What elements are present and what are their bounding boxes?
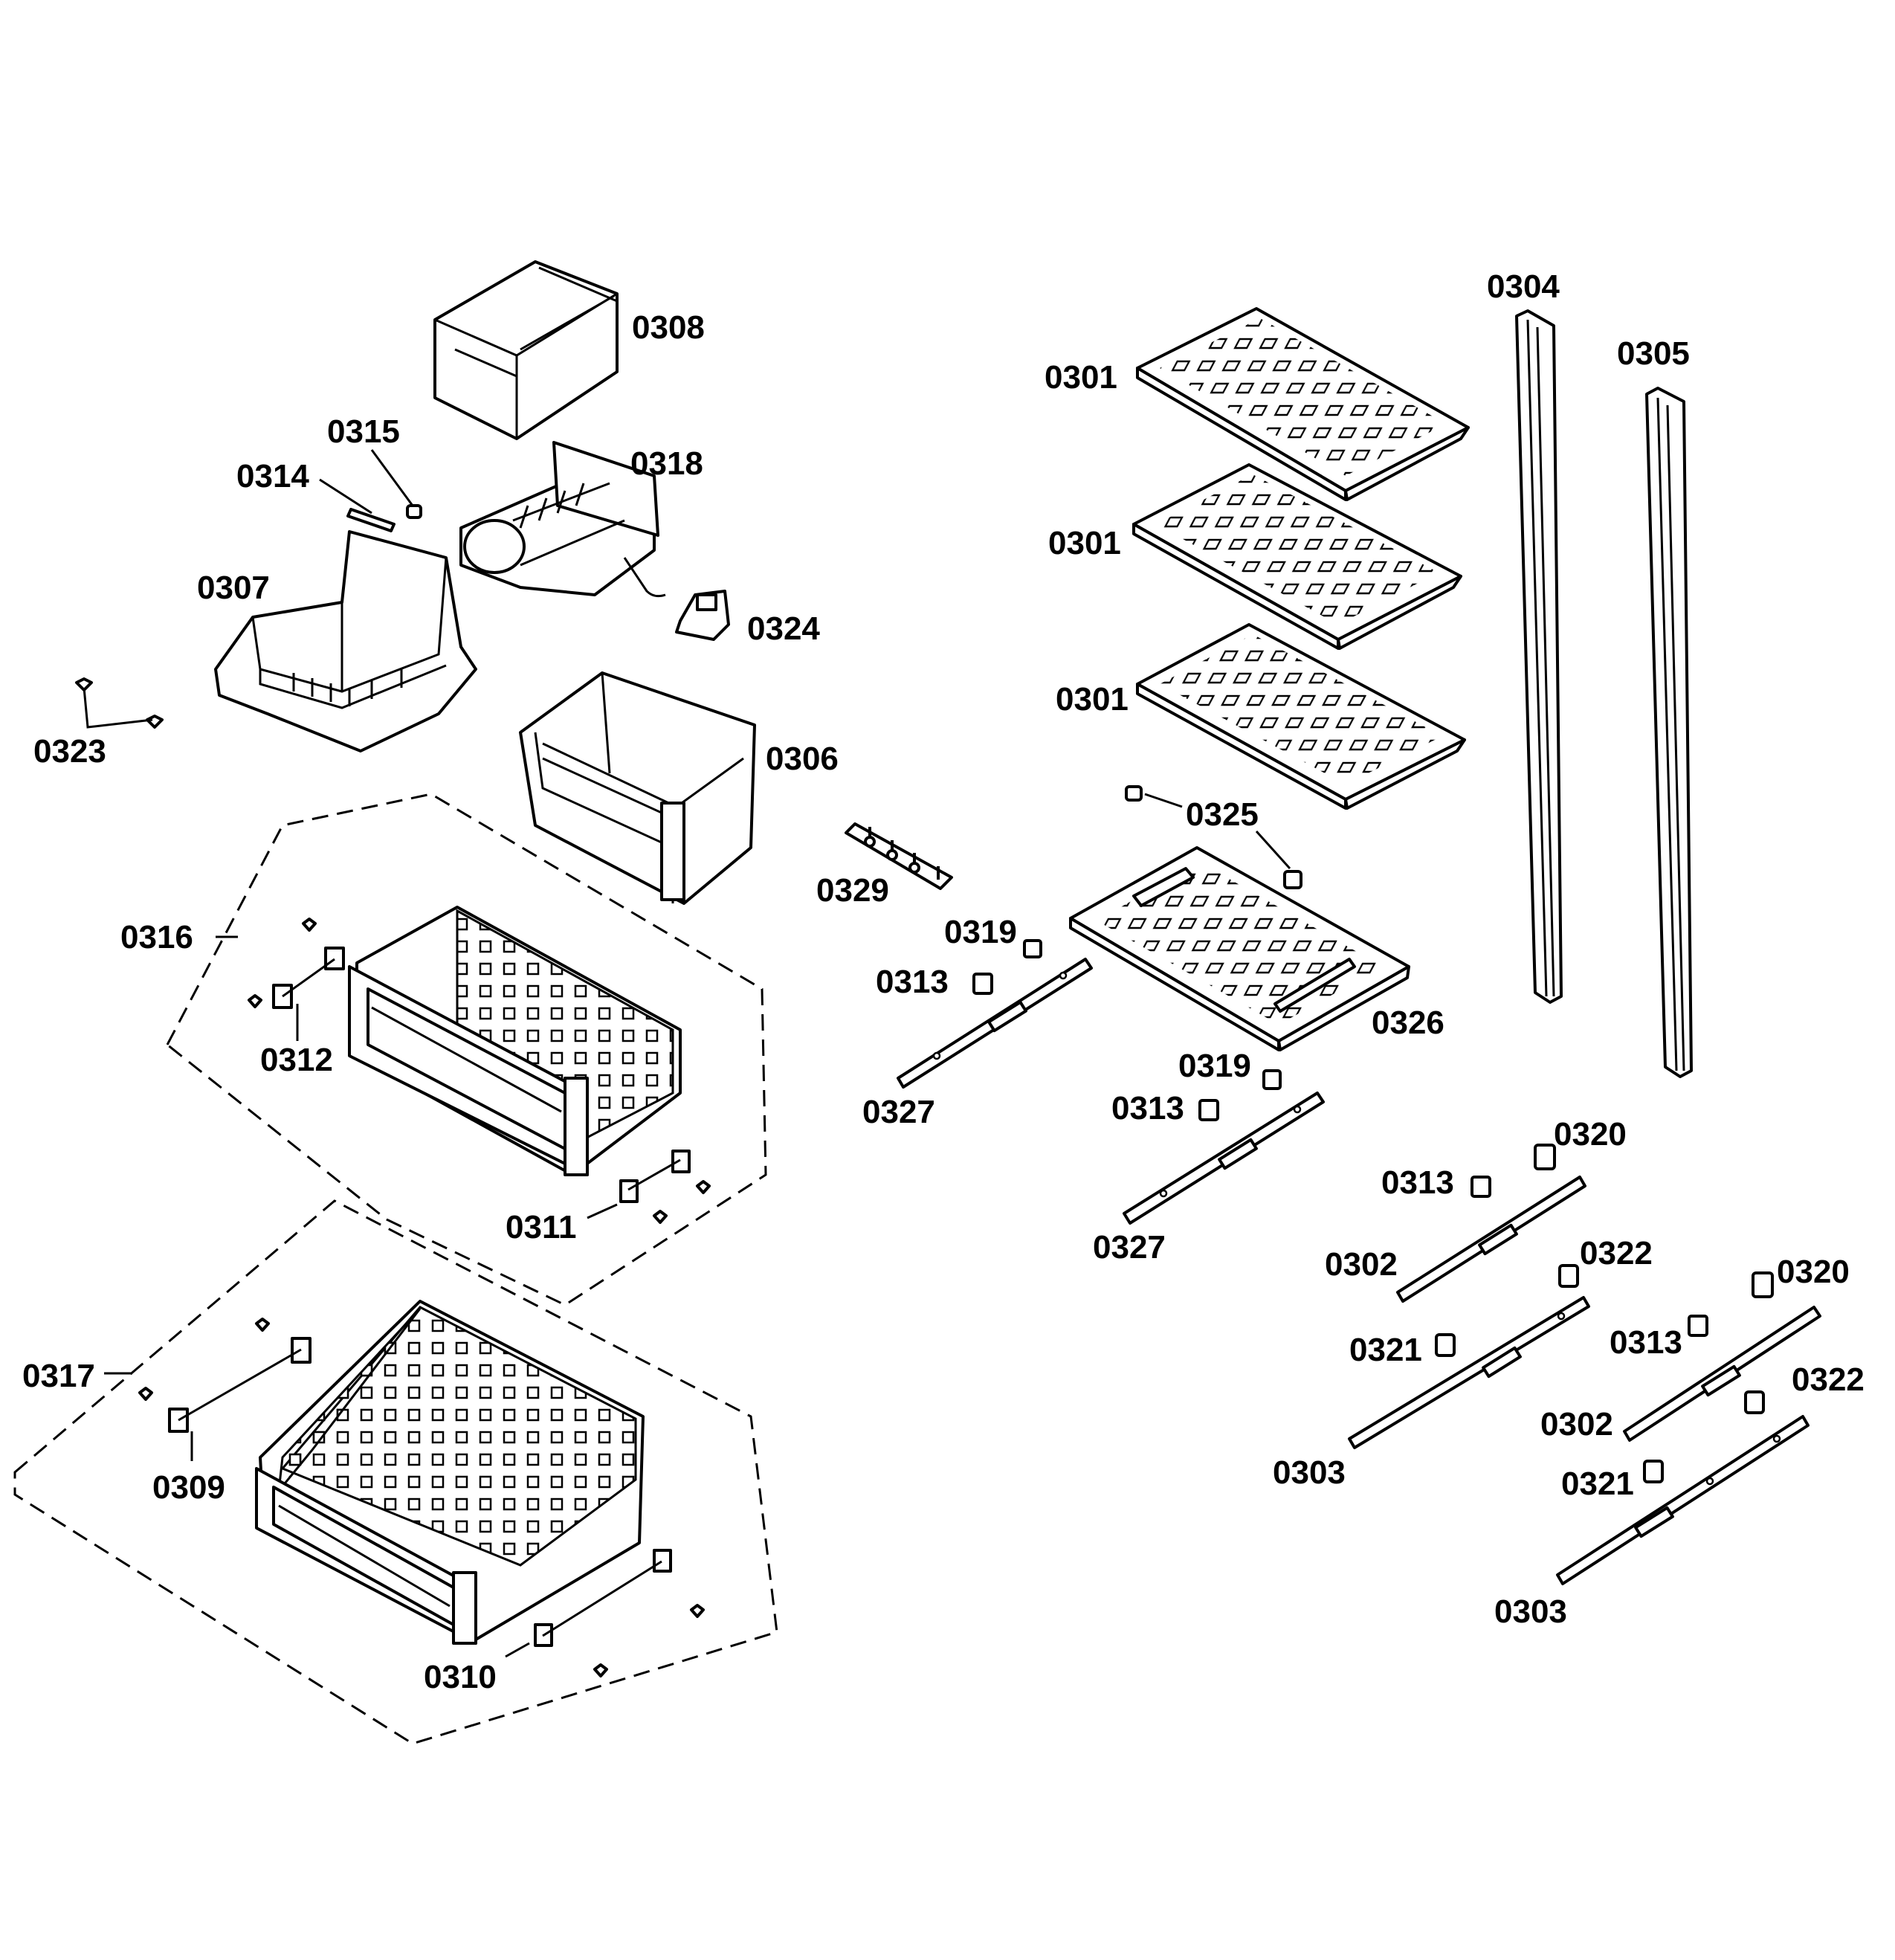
rail-bracket-0310: [505, 1549, 705, 1677]
label-0323: 0323: [33, 733, 106, 770]
clip-0321-a: [1435, 1333, 1456, 1357]
label-0318: 0318: [630, 445, 703, 482]
label-0321-b: 0321: [1561, 1466, 1634, 1502]
label-0319-b: 0319: [1178, 1048, 1251, 1084]
shelf-0301-bottom: [1136, 623, 1466, 810]
drawer-assembly-0316-boundary: [166, 793, 767, 1306]
clip-0319-b: [1262, 1069, 1282, 1090]
label-0327-a: 0327: [862, 1094, 935, 1130]
clip-0321-b: [1643, 1460, 1664, 1483]
clip-0313-b: [1198, 1099, 1219, 1121]
label-0322-a: 0322: [1580, 1235, 1653, 1271]
label-0306: 0306: [766, 741, 839, 777]
ice-maker: [459, 441, 666, 598]
label-0329: 0329: [816, 872, 889, 909]
ice-bucket-bracket: [214, 530, 477, 752]
label-0309: 0309: [152, 1469, 225, 1506]
label-0307: 0307: [197, 570, 270, 606]
label-0322-b: 0322: [1792, 1361, 1865, 1398]
slide-rail-0302-b: [1623, 1306, 1821, 1442]
clip-0322-b: [1744, 1390, 1765, 1414]
small-bracket: [675, 590, 730, 641]
clip-0313-d: [1688, 1315, 1708, 1337]
ice-bucket: [519, 671, 756, 905]
shelf-0301-top: [1136, 307, 1470, 501]
screw-pair-0323: [75, 677, 164, 729]
label-0302-a: 0302: [1325, 1246, 1398, 1283]
label-0313-b: 0313: [1111, 1090, 1184, 1126]
label-0301-b: 0301: [1048, 525, 1121, 561]
label-0326: 0326: [1372, 1005, 1444, 1041]
label-0324: 0324: [747, 610, 820, 647]
label-0302-b: 0302: [1540, 1406, 1613, 1442]
label-0317: 0317: [22, 1358, 95, 1394]
clip-0313-c: [1471, 1176, 1491, 1198]
rail-bracket-0312: [248, 918, 345, 1041]
clip-0325: [1125, 785, 1302, 889]
shelf-0301-middle: [1132, 463, 1462, 650]
label-0319-a: 0319: [944, 914, 1017, 950]
label-0301-a: 0301: [1045, 359, 1117, 396]
clip-part: [406, 504, 422, 519]
leader-lines: [104, 449, 414, 1375]
label-0304: 0304: [1487, 268, 1560, 305]
clip-0320-b: [1752, 1271, 1774, 1298]
part-labels: 0308 0315 0318 0314 0307 0324 0323 0306 …: [22, 268, 1865, 1695]
label-0310: 0310: [424, 1659, 497, 1695]
label-0313-d: 0313: [1610, 1324, 1682, 1361]
wire-holder: [845, 822, 953, 890]
label-0303-b: 0303: [1494, 1593, 1567, 1630]
clip-0322-a: [1558, 1264, 1579, 1288]
label-0312: 0312: [260, 1042, 333, 1078]
ice-bin-box: [433, 260, 619, 440]
label-0315: 0315: [327, 413, 400, 450]
shelf-0326: [1069, 846, 1410, 1051]
label-0314: 0314: [236, 458, 309, 494]
label-0313-c: 0313: [1381, 1164, 1454, 1201]
label-0320-a: 0320: [1554, 1116, 1627, 1153]
slide-rail-0303-b: [1556, 1415, 1810, 1585]
label-0325: 0325: [1186, 796, 1259, 833]
slide-rail-0302-a: [1396, 1176, 1586, 1303]
clip-0313-a: [972, 973, 993, 995]
label-0327-b: 0327: [1093, 1229, 1166, 1266]
label-0311: 0311: [506, 1209, 576, 1245]
upper-drawer-basket: [348, 906, 682, 1176]
label-0305: 0305: [1617, 335, 1690, 372]
slide-rail-0303-a: [1348, 1296, 1590, 1449]
label-0303-a: 0303: [1273, 1454, 1346, 1491]
lower-drawer-basket: [255, 1300, 645, 1645]
slide-rail-0327-b: [1123, 1092, 1325, 1225]
vertical-rail-0304: [1515, 309, 1563, 1004]
label-0321-a: 0321: [1349, 1332, 1422, 1368]
clip-0319-a: [1023, 939, 1042, 958]
label-0313-a: 0313: [876, 964, 949, 1000]
label-0316: 0316: [120, 919, 193, 955]
slide-rail-0327-a: [897, 958, 1093, 1089]
rail-bracket-0309: [138, 1318, 311, 1461]
drawer-assembly-0317-boundary: [13, 1199, 778, 1745]
label-0301-c: 0301: [1056, 681, 1129, 718]
shaft-part: [346, 508, 396, 532]
clip-0320-a: [1534, 1144, 1556, 1170]
vertical-rail-0305: [1645, 387, 1693, 1078]
rail-bracket-0311: [587, 1150, 711, 1224]
label-0320-b: 0320: [1777, 1254, 1850, 1290]
label-0308: 0308: [632, 309, 705, 346]
